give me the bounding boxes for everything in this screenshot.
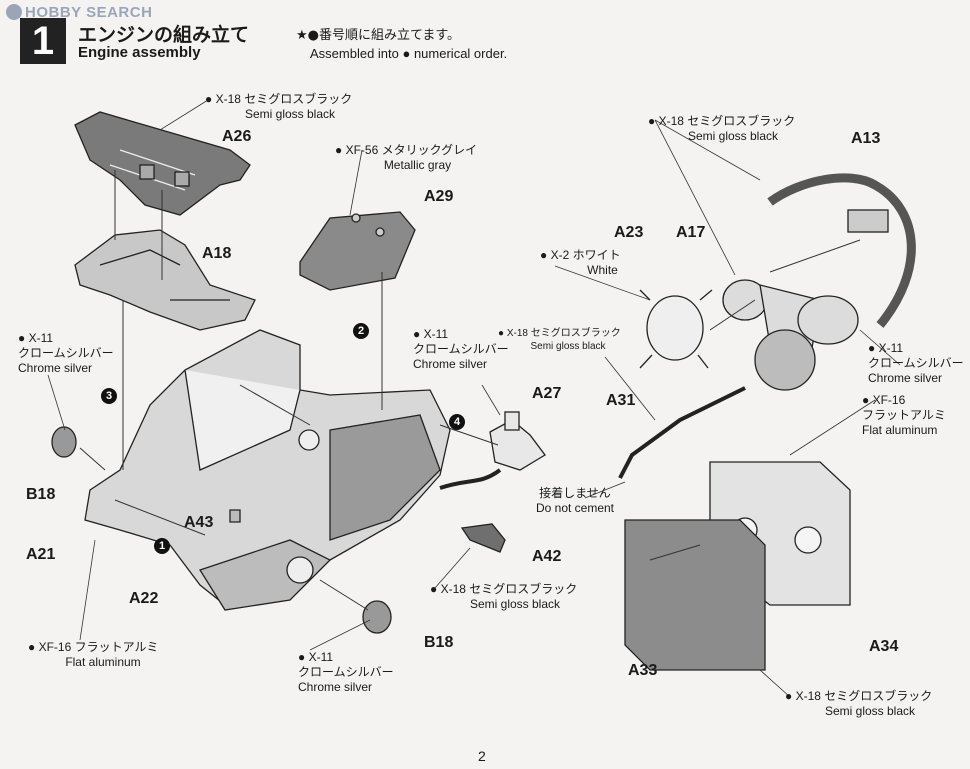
- paint-x11-center: ● X-11 クロームシルバー Chrome silver: [413, 327, 509, 371]
- part-a33-drawing: [624, 519, 766, 671]
- part-label-a33: A33: [628, 662, 658, 679]
- step-title-jp: エンジンの組み立て: [78, 24, 250, 46]
- step-number-badge: 1: [20, 18, 66, 64]
- paint-x18-a31: ● X-18 セミグロスブラック Semi gloss black: [498, 328, 621, 352]
- note-do-not-cement: 接着しません Do not cement: [535, 486, 615, 515]
- part-label-a13: A13: [851, 130, 881, 147]
- part-label-b18-left: B18: [26, 486, 56, 503]
- part-label-a43: A43: [184, 514, 214, 531]
- instruction-jp: ★●番号順に組み立てます。: [296, 28, 461, 43]
- part-label-a21: A21: [26, 546, 56, 563]
- part-a13-drawing: [767, 173, 916, 328]
- paint-xf56-a29: ● XF-56 メタリックグレイ Metallic gray: [335, 143, 478, 172]
- step-marker-3: 3: [101, 388, 117, 404]
- part-a23-drawing: [639, 289, 713, 369]
- part-b18-left-drawing: [51, 426, 77, 458]
- step-title-en: Engine assembly: [78, 44, 201, 61]
- step-marker-2: 2: [353, 323, 369, 339]
- instruction-en: Assembled into ● numerical order.: [310, 46, 508, 61]
- paint-x18-a33: ● X-18 セミグロスブラック Semi gloss black: [785, 689, 933, 718]
- paint-xf16-right: ● XF-16 フラットアルミ Flat aluminum: [862, 393, 946, 437]
- part-label-a26: A26: [222, 128, 252, 145]
- part-a29-drawing: [299, 211, 416, 291]
- paint-x2-a23: ● X-2 ホワイト White: [540, 248, 621, 277]
- watermark: HOBBY SEARCH: [6, 4, 152, 21]
- paint-x18-a26: ● X-18 セミグロスブラック Semi gloss black: [205, 92, 353, 121]
- hose-drawing: [439, 468, 502, 490]
- part-a42-drawing: [460, 523, 506, 553]
- step-marker-4: 4: [449, 414, 465, 430]
- paint-x11-b18-bottom: ● X-11 クロームシルバー Chrome silver: [298, 650, 394, 694]
- paint-x18-a42: ● X-18 セミグロスブラック Semi gloss black: [430, 582, 578, 611]
- paint-x11-b18-left: ● X-11 クロームシルバー Chrome silver: [18, 331, 114, 375]
- step-marker-1: 1: [154, 538, 170, 554]
- part-label-a22: A22: [129, 590, 159, 607]
- engine-block-drawing: [84, 329, 451, 611]
- part-label-a27: A27: [532, 385, 562, 402]
- part-a27-drawing: [489, 411, 546, 471]
- part-label-a17: A17: [676, 224, 706, 241]
- page-number: 2: [478, 748, 486, 764]
- part-label-a34: A34: [869, 638, 899, 655]
- part-a43-drawing: [229, 509, 241, 523]
- part-label-a23: A23: [614, 224, 644, 241]
- paint-xf16-left: ● XF-16 フラットアルミ Flat aluminum: [28, 640, 159, 669]
- hobbysearch-logo-icon: [6, 4, 22, 20]
- paint-x11-right: ● X-11 クロームシルバー Chrome silver: [868, 341, 964, 385]
- part-a31-drawing: [618, 386, 746, 479]
- part-label-b18-bottom: B18: [424, 634, 454, 651]
- part-b18-bottom-drawing: [362, 600, 392, 634]
- part-label-a42: A42: [532, 548, 562, 565]
- part-a18-drawing: [74, 229, 256, 331]
- part-label-a31: A31: [606, 392, 636, 409]
- part-label-a29: A29: [424, 188, 454, 205]
- paint-x18-a13: ● X-18 セミグロスブラック Semi gloss black: [648, 114, 796, 143]
- part-label-a18: A18: [202, 245, 232, 262]
- part-a26-drawing: [74, 111, 251, 216]
- part-a17-drawing: [722, 279, 859, 391]
